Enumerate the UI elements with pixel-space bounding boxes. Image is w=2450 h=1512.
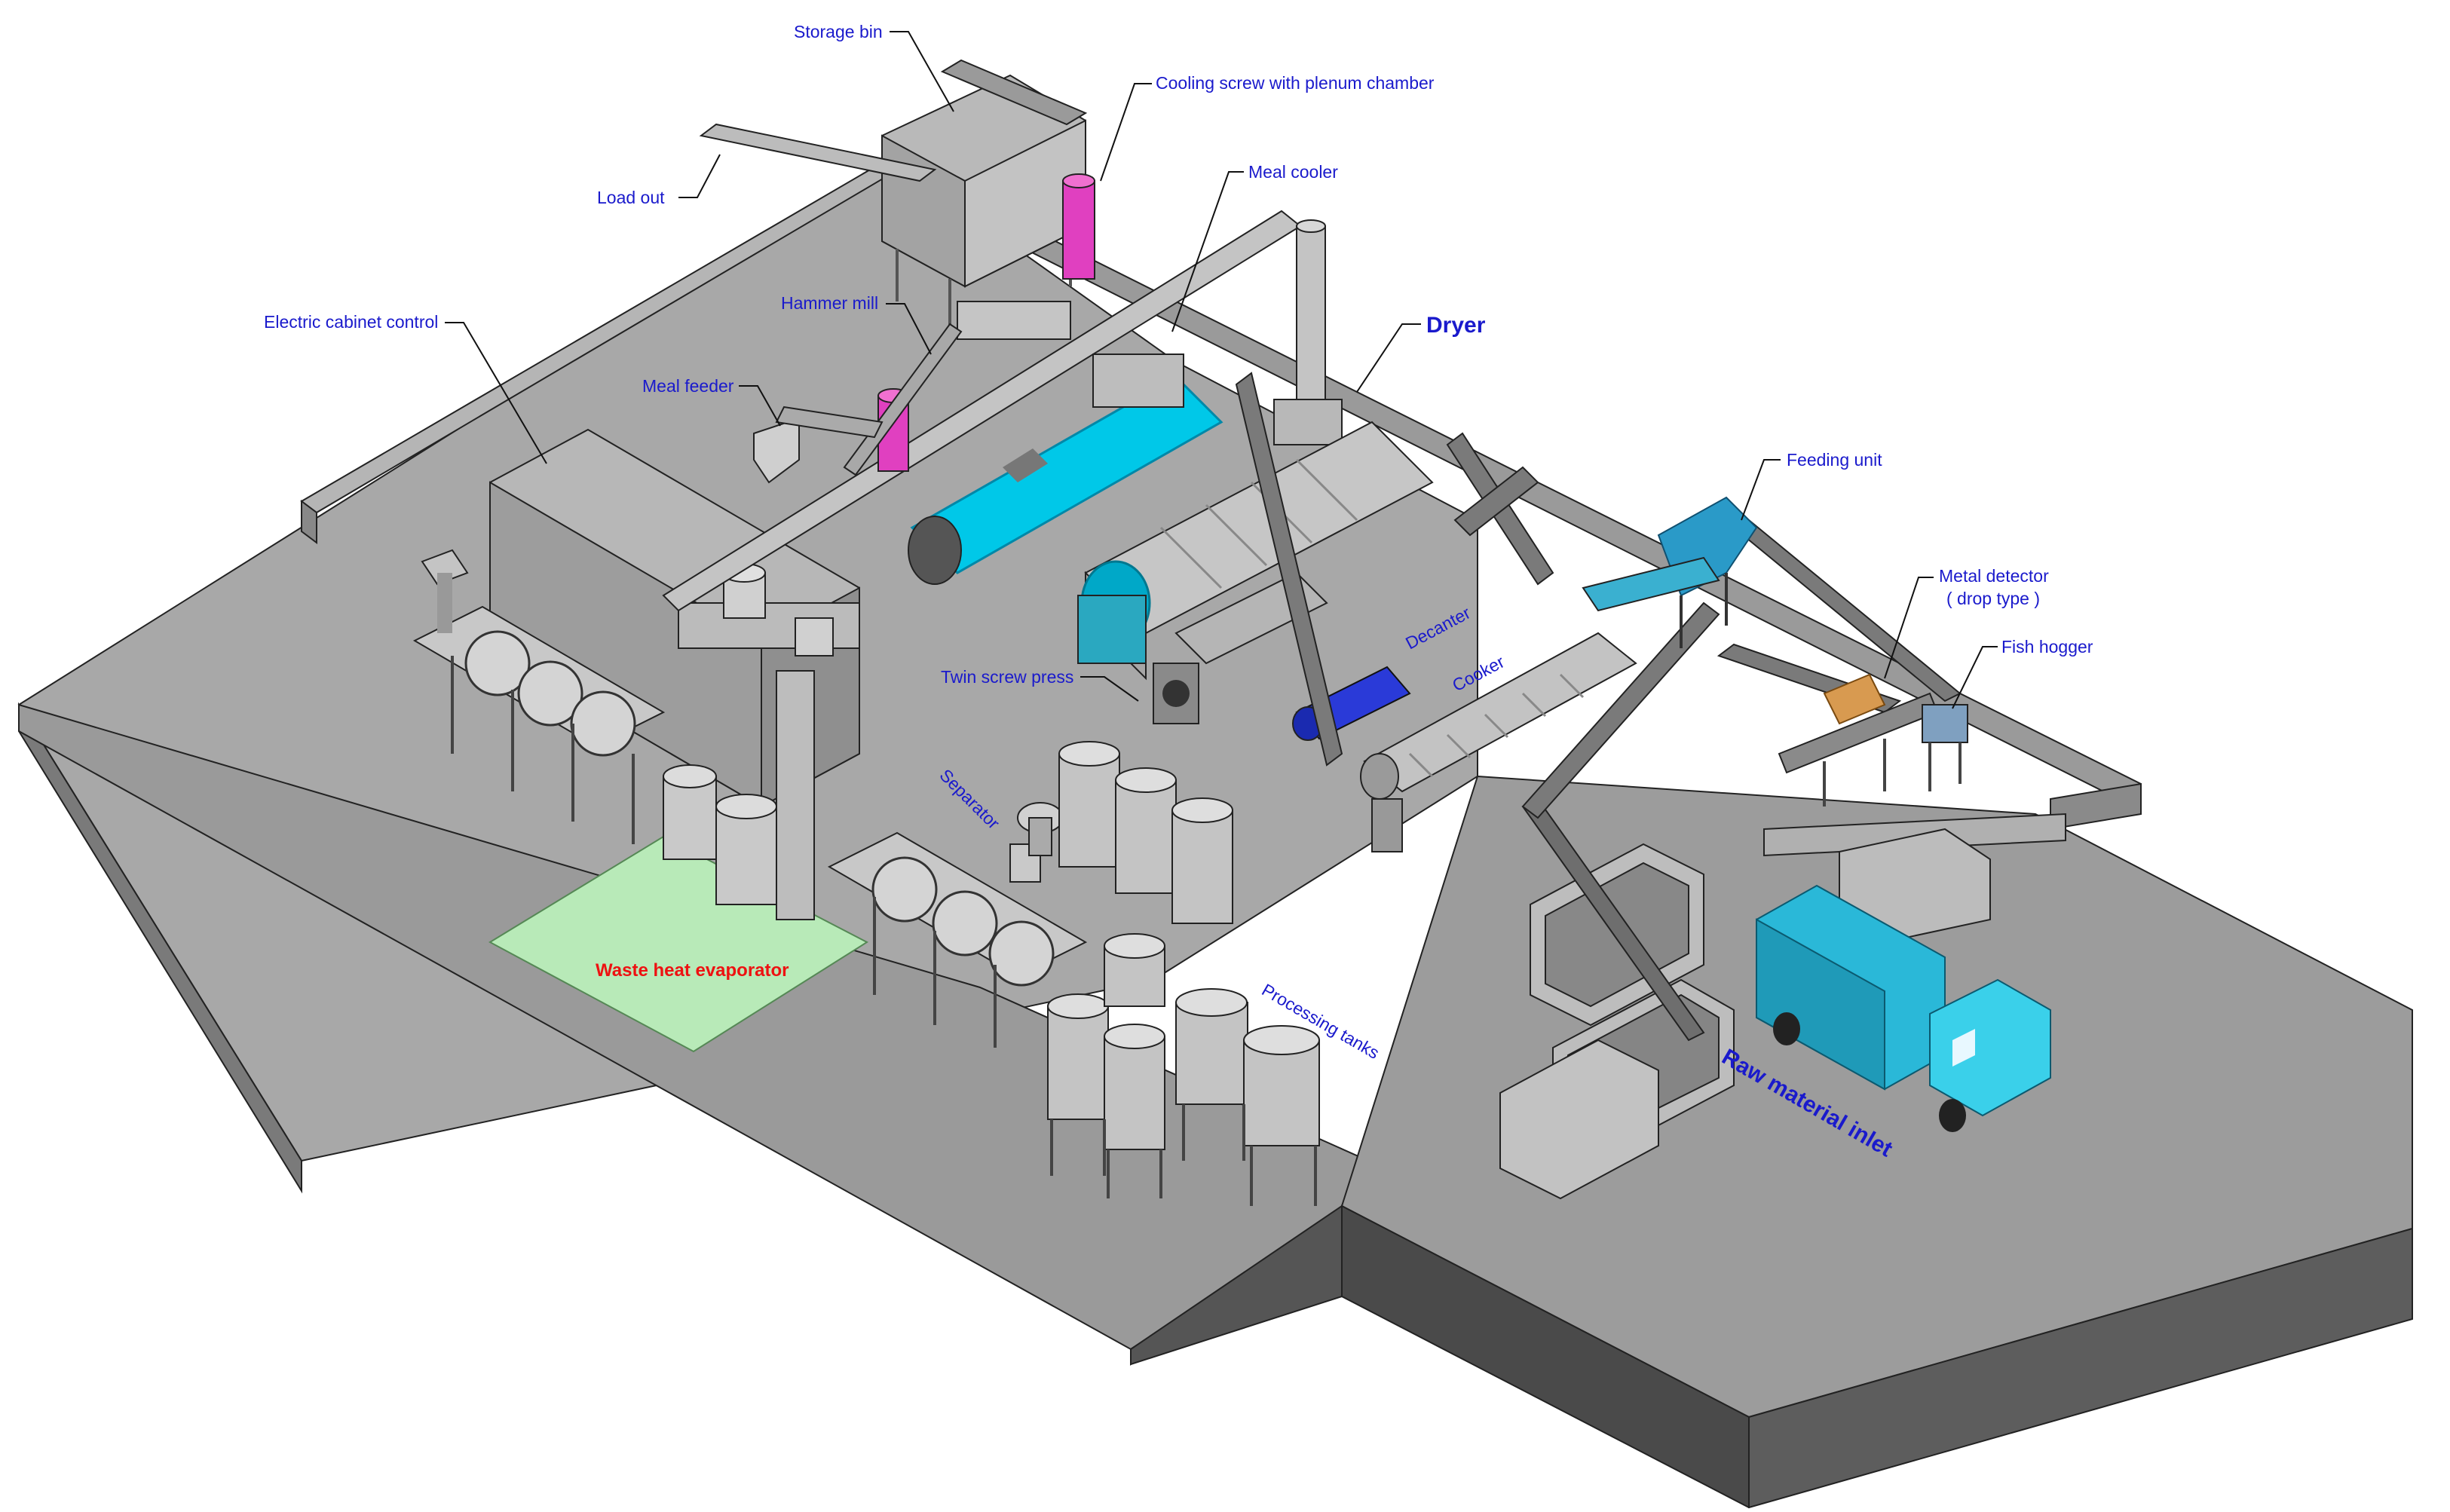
air-cooler-bank-right [827, 831, 1088, 1048]
label-twin-screw-press: Twin screw press [941, 667, 1073, 687]
processing-tanks [1047, 741, 1320, 1206]
exhaust-duct [421, 210, 1343, 633]
fish-hogger [1922, 704, 1968, 791]
meal-cooler [908, 354, 1223, 585]
cooker [1360, 632, 1637, 852]
evaporator-vessels [663, 563, 860, 920]
cooling-screw [940, 59, 1095, 280]
label-metal-detector: Metal detector [1939, 566, 2049, 586]
conveyors [1235, 372, 1962, 1042]
label-electric-cabinet: Electric cabinet control [264, 312, 438, 332]
feeding-unit [1582, 496, 1758, 648]
label-dryer: Dryer [1426, 313, 1486, 338]
label-metal-detector-type: ( drop type ) [1946, 589, 2040, 608]
label-feeding-unit: Feeding unit [1787, 450, 1882, 470]
label-cooling-screw: Cooling screw with plenum chamber [1156, 73, 1435, 93]
leader-lines [445, 31, 1998, 709]
label-meal-cooler: Meal cooler [1248, 162, 1338, 182]
load-out-conveyor [699, 123, 937, 182]
separator [1009, 802, 1064, 883]
evaporator-zone [488, 835, 869, 1053]
label-meal-feeder: Meal feeder [642, 376, 734, 396]
dryer [1077, 421, 1434, 681]
metal-detector [1778, 673, 1939, 807]
label-load-out: Load out [597, 188, 665, 207]
meal-feeder [753, 406, 884, 484]
label-waste-heat-evaporator: Waste heat evaporator [596, 960, 789, 981]
air-cooler-bank-left [412, 605, 666, 844]
label-fish-hogger: Fish hogger [2001, 637, 2093, 657]
label-storage-bin: Storage bin [794, 22, 883, 41]
truck [1756, 884, 2051, 1132]
label-hammer-mill: Hammer mill [781, 293, 878, 313]
